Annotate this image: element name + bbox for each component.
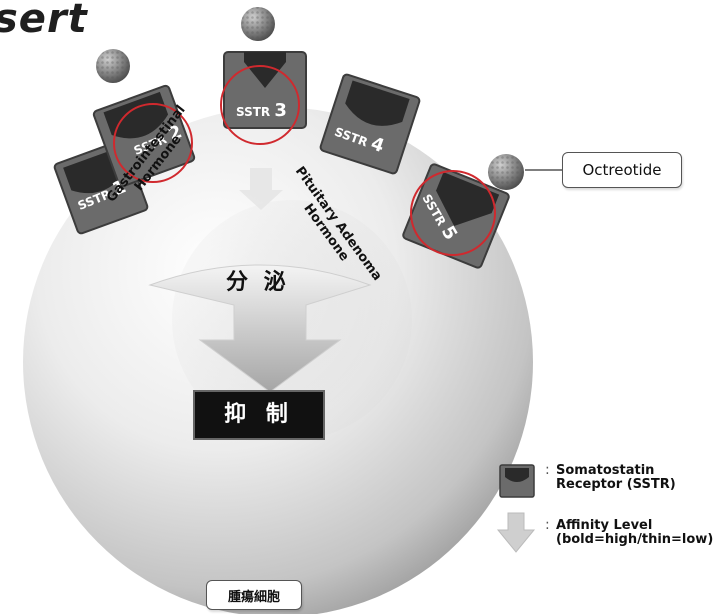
receptor-legend-colon: :: [545, 462, 550, 478]
secretion-arrow-top: [239, 168, 283, 210]
affinity-legend-text: Affinity Level (bold=high/thin=low): [556, 518, 714, 547]
inhibition-label: 抑 制: [224, 402, 294, 427]
highlight-ring-sstr3: [220, 65, 300, 145]
receptor-legend-icon: [499, 464, 535, 498]
inhibition-box: [193, 390, 325, 440]
highlight-ring-sstr2: [113, 103, 193, 183]
octreotide-label: Octreotide: [562, 152, 682, 188]
page-title: sert: [0, 0, 88, 42]
sstr3-label: SSTR 3: [236, 100, 287, 121]
affinity-legend-colon: :: [545, 517, 550, 533]
affinity-arrow: [148, 264, 372, 393]
tumor-cell-label: 腫瘍細胞: [206, 580, 302, 610]
affinity-legend-icon: [496, 512, 536, 553]
receptor-legend-text: Somatostatin Receptor (SSTR): [556, 463, 676, 492]
receptor-sstr4: [319, 73, 421, 175]
highlight-ring-sstr5: [410, 170, 496, 256]
secretion-label: 分 泌: [226, 270, 290, 295]
octreotide-molecules: [96, 7, 524, 190]
